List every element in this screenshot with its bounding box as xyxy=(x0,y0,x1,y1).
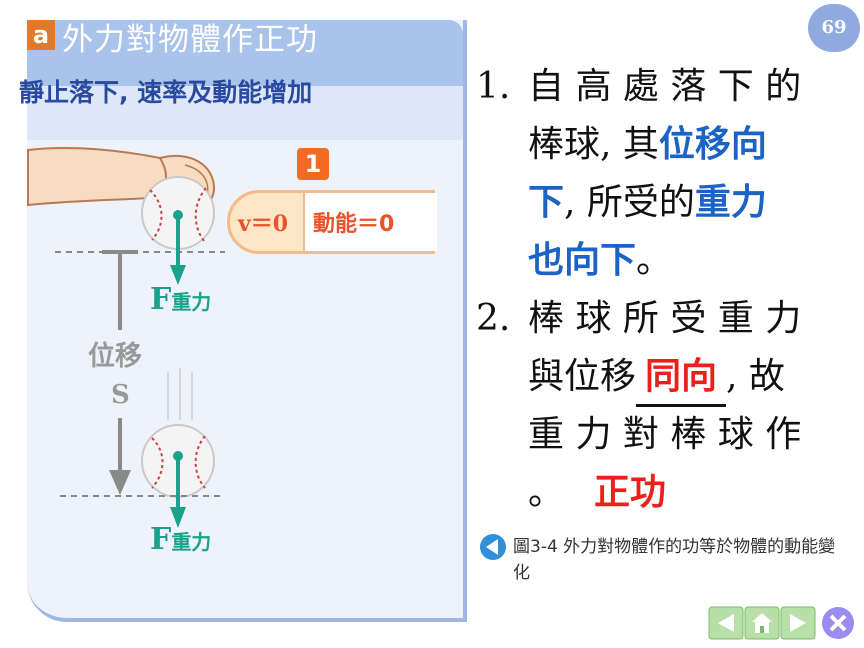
diagram-panel xyxy=(27,20,467,622)
next-button[interactable] xyxy=(780,606,816,640)
text-segment: 棒球, 其 xyxy=(528,124,659,165)
item1-line4: 也向下。 xyxy=(528,234,672,288)
initial-velocity-label: v＝0 xyxy=(238,211,289,237)
text-segment: 與位移 xyxy=(528,356,637,397)
subtitle-band xyxy=(27,86,463,140)
answer-positive-work: 正功 xyxy=(594,472,667,513)
home-button[interactable] xyxy=(744,606,780,640)
item2-line2: 與位移同向, 故 xyxy=(528,350,785,407)
text-segment: , 故 xyxy=(726,356,785,397)
text-segment: , 所受的 xyxy=(564,182,695,223)
text-segment: 。 xyxy=(528,472,565,513)
panel-title: 外力對物體作正功 xyxy=(62,22,318,58)
item2-line3: 重 力 對 棒 球 作 xyxy=(528,414,802,455)
item1-line1: 自 高 處 落 下 的 xyxy=(528,66,802,107)
info-box-divider xyxy=(303,193,437,251)
highlight-down: 下 xyxy=(528,182,565,223)
gravity-label-top: F重力 xyxy=(150,282,211,317)
highlight-also-down: 也向下 xyxy=(528,240,637,281)
close-icon xyxy=(822,607,854,639)
force-subscript: 重力 xyxy=(171,290,212,314)
item2-number: 2. xyxy=(476,298,511,339)
caption-arrow-icon xyxy=(480,534,506,560)
prev-icon xyxy=(708,606,744,640)
highlight-displacement-down: 位移向 xyxy=(658,124,767,165)
displacement-label: 位移 xyxy=(88,341,142,372)
gravity-arrow-top xyxy=(170,210,186,285)
force-symbol: F xyxy=(150,522,172,557)
next-icon xyxy=(780,606,816,640)
force-subscript: 重力 xyxy=(171,530,212,554)
figure-caption: 圖3-4 外力對物體作的功等於物體的動能變化 xyxy=(513,537,836,583)
item1-line2: 棒球, 其位移向 xyxy=(528,118,767,172)
item1-number: 1. xyxy=(476,66,511,107)
initial-kinetic-energy-label: 動能＝0 xyxy=(313,212,395,237)
close-button[interactable] xyxy=(820,606,856,640)
text-segment: 。 xyxy=(636,240,673,281)
item1-line3: 下, 所受的重力 xyxy=(528,176,767,230)
displacement-arrow xyxy=(102,250,138,495)
panel-badge: a xyxy=(27,20,55,50)
motion-streaks xyxy=(167,368,193,420)
answer-same-direction: 同向 xyxy=(636,350,727,407)
page-number: 69 xyxy=(808,4,860,52)
force-symbol: F xyxy=(150,282,172,317)
panel-header xyxy=(27,20,463,86)
highlight-gravity: 重力 xyxy=(694,182,767,223)
item2-line4: 。正功 xyxy=(528,466,666,520)
gravity-label-bottom: F重力 xyxy=(150,522,211,557)
step-badge: 1 xyxy=(297,148,329,180)
displacement-symbol: S xyxy=(111,380,130,410)
gravity-arrow-bottom xyxy=(170,451,186,528)
panel-subtitle: 靜止落下, 速率及動能增加 xyxy=(19,78,313,107)
prev-button[interactable] xyxy=(708,606,744,640)
item2-line1: 棒 球 所 受 重 力 xyxy=(528,298,802,339)
home-icon xyxy=(744,606,780,640)
